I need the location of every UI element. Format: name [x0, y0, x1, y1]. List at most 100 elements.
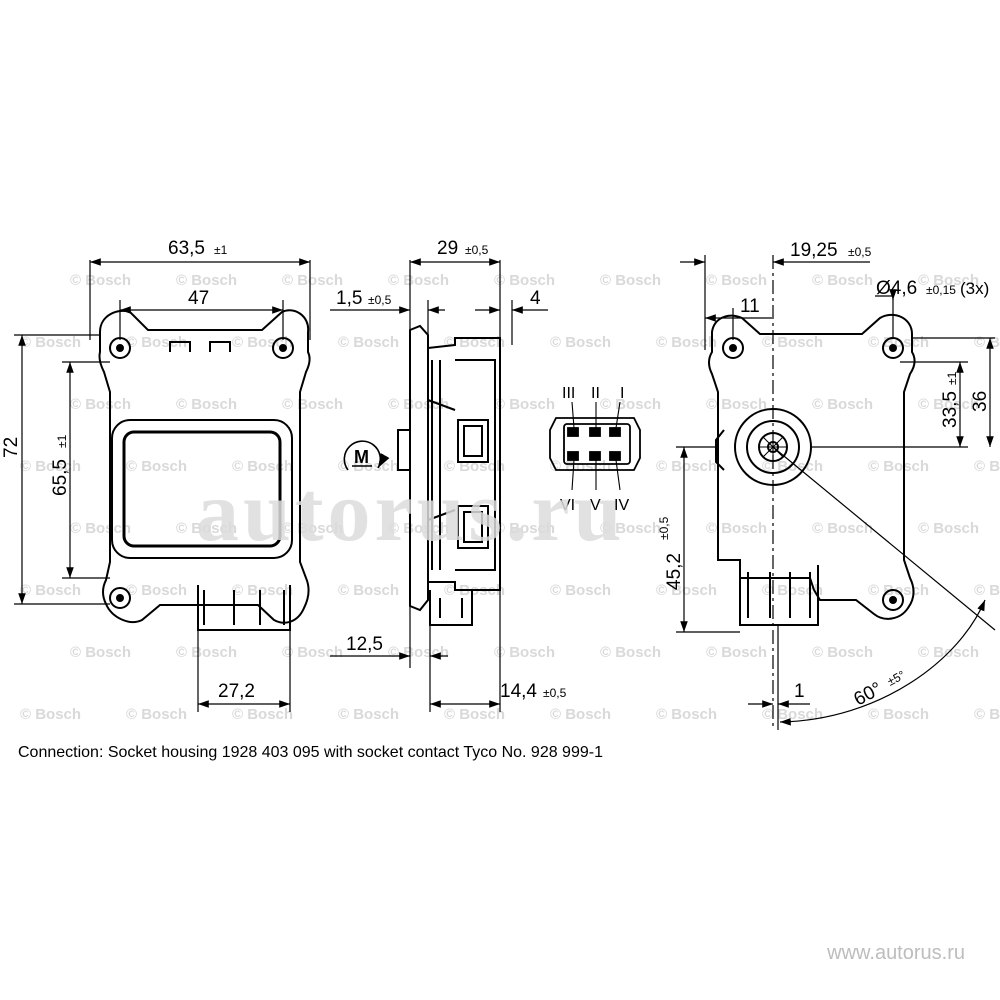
dim-shaft-to-top-hole-tol: ±1 — [945, 371, 959, 385]
bosch-watermark: © Bosch — [706, 520, 767, 537]
bosch-watermark: © Bosch — [494, 396, 555, 413]
dim-shaft-to-top-hole: 33,5 — [940, 391, 961, 428]
dim-right-offset: 4 — [530, 288, 541, 309]
bosch-watermark: © Bosch — [550, 706, 611, 723]
dim-hole-dia: Ø4,6 — [876, 278, 917, 299]
front-housing-outline — [98, 309, 311, 624]
bosch-watermark: © Bosch — [70, 272, 131, 289]
bosch-watermark: © Bosch — [762, 334, 823, 351]
dim-shaft-offset: 19,25 — [790, 240, 838, 261]
side-clip-top — [457, 419, 489, 463]
bosch-watermark: © Bosch — [282, 520, 343, 537]
bosch-watermark: © Bosch — [706, 644, 767, 661]
dim-hole-offset: 11 — [740, 296, 760, 317]
bosch-watermark: © Bosch — [706, 396, 767, 413]
dim-pin-offset: 1 — [794, 681, 805, 702]
bosch-watermark: © Bosch — [176, 272, 237, 289]
motor-symbol: M — [343, 440, 390, 471]
dim-depth-total-tol: ±0,5 — [465, 243, 489, 257]
dim-hole-count: (3x) — [960, 279, 989, 298]
bosch-watermark: © Bosch — [232, 458, 293, 475]
dim-shaft-height-tol: ±0,5 — [657, 516, 671, 540]
bosch-watermark: © Bosch — [918, 272, 979, 289]
bosch-watermark: © Bosch — [126, 334, 187, 351]
bosch-watermark: © Bosch — [282, 644, 343, 661]
dim-flange-tol: ±0,5 — [368, 293, 392, 307]
side-connector — [429, 590, 473, 626]
bosch-watermark: © Bosch — [282, 272, 343, 289]
side-body — [427, 337, 501, 591]
rear-housing-outline — [708, 313, 916, 620]
bosch-watermark: © Bosch — [444, 334, 505, 351]
bosch-watermark: © Bosch — [600, 272, 661, 289]
bosch-watermark: © Bosch — [868, 334, 929, 351]
side-clip-bottom — [457, 505, 489, 549]
pin-label-I: I — [620, 385, 624, 402]
front-connector — [197, 585, 291, 631]
bosch-watermark: © Bosch — [494, 272, 555, 289]
bosch-watermark: © Bosch — [388, 272, 449, 289]
connector-pin-view — [549, 401, 641, 491]
bosch-watermark: © Bosch — [868, 706, 929, 723]
bosch-watermark: © Bosch — [176, 520, 237, 537]
mount-hole-bl — [109, 587, 131, 609]
bosch-watermark: © Bosch — [974, 458, 1000, 475]
dim-flange: 1,5 — [336, 288, 362, 309]
bosch-watermark: © Bosch — [706, 272, 767, 289]
rear-connector — [739, 565, 819, 626]
pin-label-IV: IV — [614, 497, 629, 514]
front-view — [98, 309, 311, 631]
dim-height-right: 36 — [970, 391, 991, 412]
bosch-watermark: © Bosch — [338, 706, 399, 723]
front-label-frame — [111, 419, 293, 559]
bosch-watermark: © Bosch — [812, 272, 873, 289]
side-shaft — [397, 429, 411, 471]
dim-width-total-tol: ±1 — [214, 243, 228, 257]
rear-dimensions — [676, 255, 996, 730]
bosch-watermark: © Bosch — [974, 334, 1000, 351]
connection-caption: Connection: Socket housing 1928 403 095 … — [18, 744, 603, 761]
site-url: www.autorus.ru — [827, 942, 965, 964]
bosch-watermark: © Bosch — [656, 458, 717, 475]
bosch-watermark: © Bosch — [918, 396, 979, 413]
bosch-watermark: © Bosch — [176, 396, 237, 413]
bosch-watermark: © Bosch — [282, 396, 343, 413]
side-view — [397, 324, 501, 626]
bosch-watermark: © Bosch — [494, 644, 555, 661]
bosch-watermark: © Bosch — [918, 520, 979, 537]
bosch-watermark: © Bosch — [812, 396, 873, 413]
bosch-watermark: © Bosch — [70, 520, 131, 537]
bosch-watermark: © Bosch — [868, 458, 929, 475]
bosch-watermark: © Bosch — [388, 520, 449, 537]
pin-label-V: V — [590, 497, 601, 514]
side-dimensions — [330, 258, 548, 712]
dim-height-holes: 65,5 — [50, 459, 71, 496]
dim-height-total: 72 — [1, 437, 22, 458]
dim-angle-tol: ±5° — [885, 668, 908, 689]
dim-connector-depth: 14,4 — [500, 681, 537, 702]
dim-depth-total: 29 — [437, 238, 458, 259]
motor-label: M — [354, 447, 369, 467]
bosch-watermark: © Bosch — [70, 644, 131, 661]
bosch-watermark: © Bosch — [126, 458, 187, 475]
bosch-watermark: © Bosch — [762, 582, 823, 599]
bosch-watermark: © Bosch — [20, 458, 81, 475]
bosch-watermark: © Bosch — [600, 396, 661, 413]
bosch-watermark: © Bosch — [232, 334, 293, 351]
bosch-watermark: © Bosch — [812, 644, 873, 661]
dim-shaft-height: 45,2 — [664, 553, 685, 590]
dim-connector-depth-tol: ±0,5 — [543, 686, 567, 700]
dim-width-total: 63,5 — [168, 238, 205, 259]
bosch-watermark: © Bosch — [600, 644, 661, 661]
bosch-watermark: © Bosch — [656, 706, 717, 723]
bosch-watermark: © Bosch — [812, 520, 873, 537]
pin-label-VI: VI — [560, 497, 575, 514]
dim-lower-offset: 12,5 — [346, 634, 383, 655]
bosch-watermark: © Bosch — [494, 520, 555, 537]
bosch-watermark: © Bosch — [974, 582, 1000, 599]
bosch-watermark: © Bosch — [444, 706, 505, 723]
front-dimensions — [14, 258, 311, 712]
bosch-watermark: © Bosch — [20, 582, 81, 599]
pin-label-III: III — [562, 385, 575, 402]
bosch-watermark: © Bosch — [550, 582, 611, 599]
